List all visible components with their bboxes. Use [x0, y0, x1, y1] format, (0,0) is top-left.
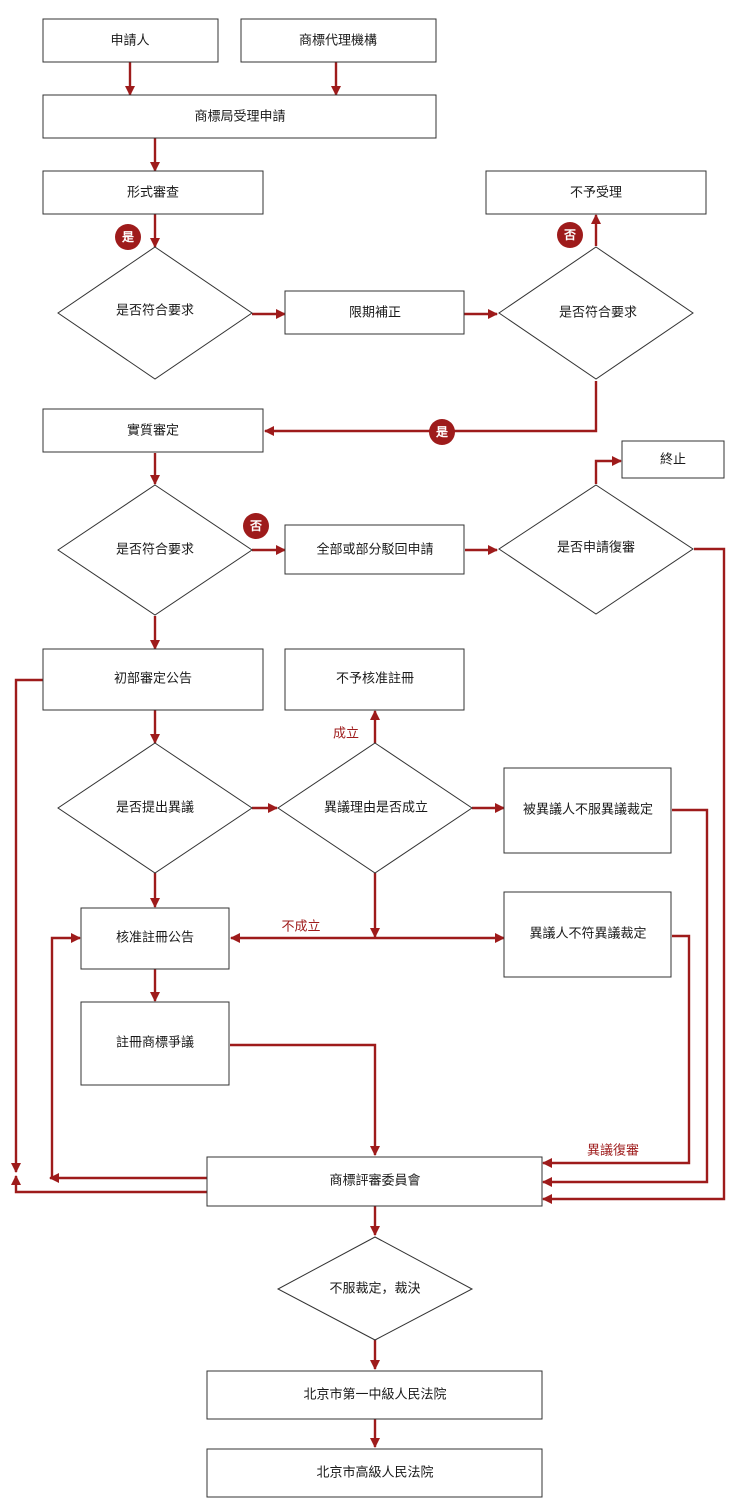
- node-approved-pub: 核准註冊公告: [80, 907, 230, 970]
- node-court1-label: 北京市第一中級人民法院: [303, 1387, 446, 1403]
- decision-opposition-valid-label: 異議理由是否成立: [324, 801, 428, 816]
- label-not-established: 不成立: [281, 920, 320, 935]
- badge-yes-1: 是: [115, 224, 141, 250]
- decision-check-req-1-label: 是否符合要求: [116, 303, 194, 319]
- node-tribunal: 商標評審委員會: [206, 1156, 543, 1207]
- node-formal-exam: 形式審查: [42, 170, 264, 215]
- node-correction: 限期補正: [284, 290, 465, 335]
- connectors: [10, 62, 726, 1449]
- arrow-review-to-terminate: [594, 455, 623, 484]
- node-substantive-exam: 實質審定: [42, 408, 264, 453]
- decision-apply-review: 是否申請復審: [498, 484, 694, 615]
- label-opposition-review: 異議復審: [587, 1143, 639, 1159]
- node-not-accepted-label: 不予受理: [570, 186, 622, 201]
- decision-disagree-ruling-label: 不服裁定，裁決: [329, 1281, 420, 1297]
- arrow-loop-to-approved: [50, 932, 82, 1178]
- badge-yes-2-label: 是: [435, 425, 449, 439]
- node-agency: 商標代理機構: [240, 18, 437, 63]
- decision-check-req-1: 是否符合要求: [57, 246, 253, 380]
- node-applicant: 申請人: [42, 18, 219, 63]
- node-dispute: 註冊商標爭議: [80, 1001, 230, 1086]
- decision-check-req-3-label: 是否符合要求: [116, 542, 194, 558]
- node-not-accepted: 不予受理: [485, 170, 707, 215]
- badge-no-1: 否: [557, 222, 583, 248]
- node-reject-label: 全部或部分駁回申請: [316, 542, 433, 558]
- badge-no-1-label: 否: [563, 228, 576, 242]
- decision-check-req-2-label: 是否符合要求: [559, 305, 637, 321]
- arrow-dispute-to-tribunal: [230, 1043, 381, 1157]
- badge-no-2-label: 否: [249, 519, 262, 533]
- node-terminate: 終止: [621, 440, 725, 479]
- arrow-tribunal-left-2: [10, 1174, 207, 1194]
- node-tribunal-label: 商標評審委員會: [329, 1174, 420, 1189]
- arrow-opposer-to-tribunal: [541, 934, 691, 1169]
- node-court2-label: 北京市高級人民法院: [316, 1465, 433, 1481]
- node-reject: 全部或部分駁回申請: [284, 524, 465, 575]
- node-approved-pub-label: 核准註冊公告: [116, 931, 194, 946]
- node-applicant-label: 申請人: [110, 34, 149, 49]
- decision-disagree-ruling: 不服裁定，裁決: [276, 1236, 474, 1341]
- decision-opposition-valid: 異議理由是否成立: [277, 742, 473, 874]
- badge-yes-1-label: 是: [121, 230, 135, 244]
- decision-check-req-2: 是否符合要求: [498, 246, 694, 380]
- node-office-accept-label: 商標局受理申請: [194, 110, 285, 125]
- badge-yes-2: 是: [429, 419, 455, 445]
- arrow-check2-to-substantive: [263, 381, 598, 437]
- node-court1: 北京市第一中級人民法院: [206, 1370, 543, 1420]
- node-correction-label: 限期補正: [349, 306, 401, 321]
- node-office-accept: 商標局受理申請: [42, 94, 437, 139]
- node-formal-exam-label: 形式審查: [127, 186, 179, 201]
- node-opposer-disagree-label: 異議人不符異議裁定: [529, 926, 646, 942]
- node-not-approved-label: 不予核准註冊: [336, 672, 414, 687]
- node-opposed-disagree-label: 被異議人不服異議裁定: [523, 802, 653, 818]
- decision-opposition-label: 是否提出異議: [116, 800, 194, 816]
- node-prelim-pub: 初部審定公告: [42, 648, 264, 711]
- arrow-opposed-to-tribunal: [541, 808, 709, 1188]
- node-opposed-disagree: 被異議人不服異議裁定: [503, 767, 672, 854]
- node-opposer-disagree: 異議人不符異議裁定: [503, 891, 672, 978]
- node-not-approved: 不予核准註冊: [284, 648, 465, 711]
- decision-opposition: 是否提出異議: [57, 742, 253, 874]
- decision-apply-review-label: 是否申請復審: [557, 540, 635, 556]
- label-established: 成立: [333, 727, 359, 742]
- node-terminate-label: 終止: [660, 452, 686, 468]
- arrow-prelim-left-down: [10, 678, 43, 1174]
- badge-no-2: 否: [243, 513, 269, 539]
- node-substantive-exam-label: 實質審定: [127, 423, 179, 439]
- decision-check-req-3: 是否符合要求: [57, 484, 253, 616]
- arrow-review-to-tribunal: [541, 547, 726, 1205]
- node-prelim-pub-label: 初部審定公告: [114, 672, 192, 687]
- node-agency-label: 商標代理機構: [299, 34, 377, 49]
- node-dispute-label: 註冊商標爭議: [116, 1036, 194, 1051]
- node-court2: 北京市高級人民法院: [206, 1448, 543, 1498]
